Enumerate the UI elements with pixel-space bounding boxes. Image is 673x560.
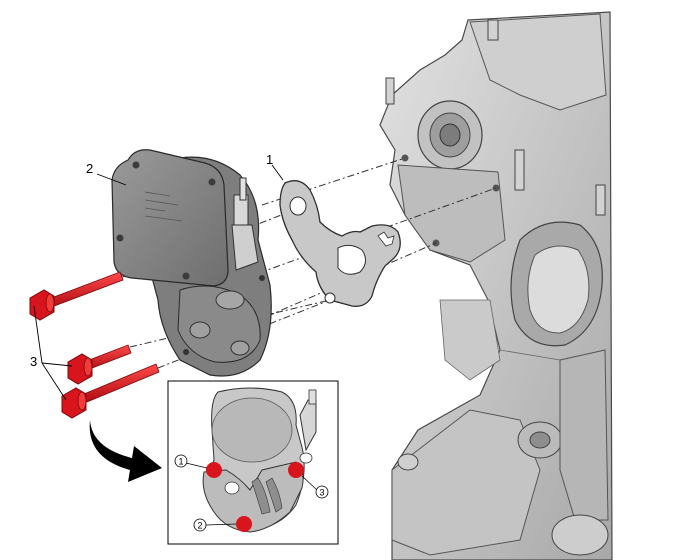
callout-bolts: 3 xyxy=(30,354,37,369)
leader-lines xyxy=(33,164,284,401)
engine-block xyxy=(379,11,613,560)
red-dot-icon xyxy=(288,462,304,478)
bolt-short xyxy=(61,363,160,419)
gasket xyxy=(279,180,401,307)
order-callout-3: 3 xyxy=(320,488,325,498)
vacuum-pump xyxy=(111,149,272,377)
red-dot-icon xyxy=(236,516,252,532)
callout-gasket: 1 xyxy=(266,152,273,167)
callout-vacuum-pump: 2 xyxy=(86,161,93,176)
bolt-medium xyxy=(67,344,132,385)
curved-arrow-icon xyxy=(89,420,162,482)
red-dot-icon xyxy=(206,462,222,478)
bolt-long xyxy=(29,271,124,321)
detail-inset xyxy=(167,380,339,545)
order-callout-2: 2 xyxy=(198,521,203,531)
order-callout-1: 1 xyxy=(179,457,184,467)
